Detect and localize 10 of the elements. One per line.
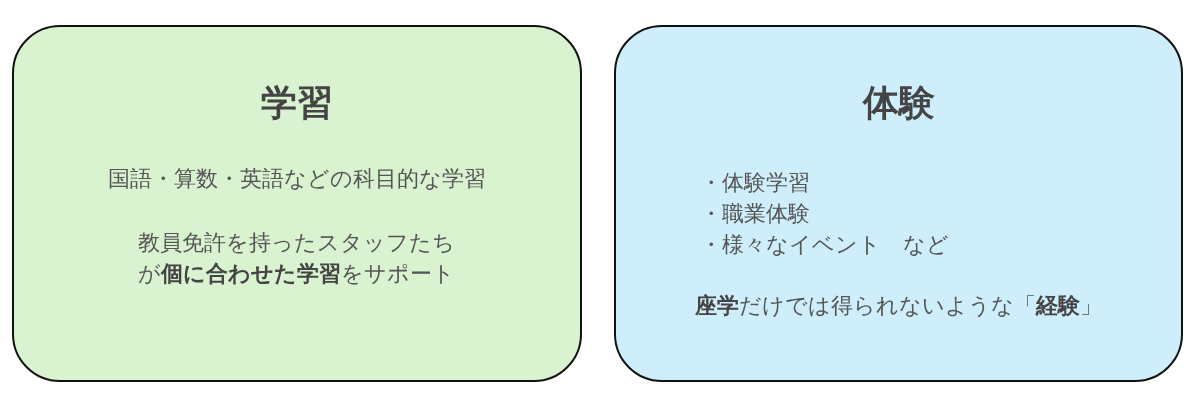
list-item: ・様々なイベント など xyxy=(700,231,949,259)
description-text: 座学だけでは得られないような「経験」 xyxy=(694,292,1103,320)
panel-heading: 体験 xyxy=(861,81,936,125)
rounded-panel xyxy=(614,25,1183,382)
list-item: ・職業体験 xyxy=(700,200,810,228)
rounded-panel xyxy=(12,25,582,382)
description-text: 教員免許を持ったスタッフたちが個に合わせた学習をサポート xyxy=(137,229,457,288)
list-item: ・体験学習 xyxy=(700,169,810,197)
description-text: 国語・算数・英語などの科目的な学習 xyxy=(107,165,487,193)
panel-heading: 学習 xyxy=(260,81,334,125)
